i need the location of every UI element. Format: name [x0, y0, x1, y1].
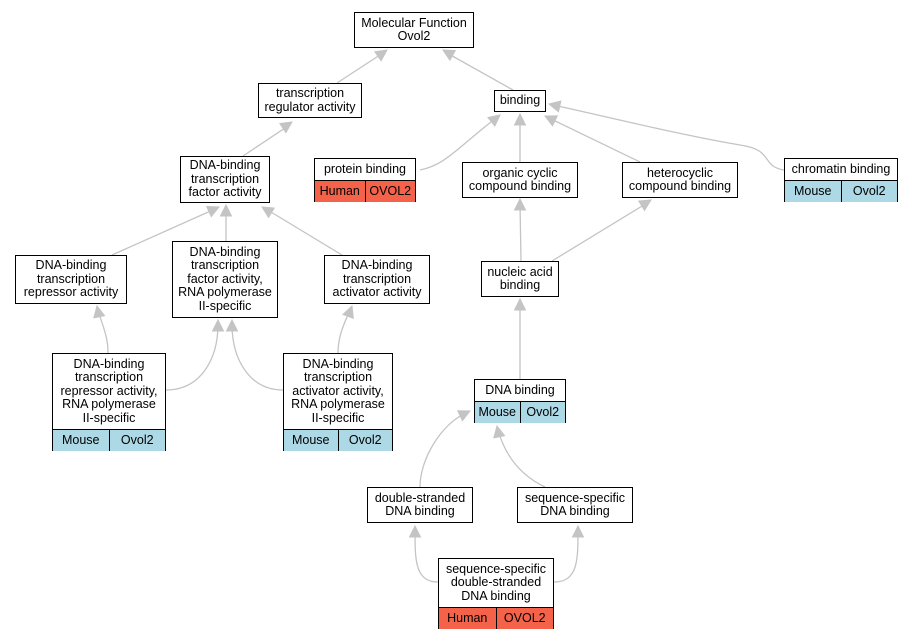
node-dna-binding-tf-activity-pol2[interactable]: DNA-binding transcription factor activit…: [172, 241, 278, 318]
node-nucleic-acid-binding[interactable]: nucleic acid binding: [481, 261, 559, 297]
node-chromatin-binding[interactable]: chromatin binding Mouse Ovol2: [784, 158, 898, 202]
edge-dsdna-to-dnab: [419, 412, 467, 488]
node-dna-binding-activator-activity[interactable]: DNA-binding transcription activator acti…: [324, 255, 430, 304]
node-label: DNA-binding transcription repressor acti…: [23, 258, 119, 300]
node-dna-binding-activator-activity-pol2[interactable]: DNA-binding transcription activator acti…: [283, 353, 393, 451]
node-label: Molecular Function Ovol2: [361, 15, 467, 43]
edge-rep-to-dbtfa: [111, 208, 216, 256]
node-molecular-function[interactable]: Molecular Function Ovol2: [354, 12, 474, 48]
edge-rep2-to-pol2: [165, 323, 219, 391]
edge-protein_binding-to-binding: [419, 117, 497, 171]
node-label: DNA binding: [485, 382, 555, 397]
node-label: sequence-specific double-stranded DNA bi…: [445, 561, 547, 603]
node-label: DNA-binding transcription factor activit…: [188, 158, 262, 200]
edge-chromatin-to-binding: [552, 104, 785, 171]
species-label: Human: [319, 183, 360, 198]
arrowhead-ssds-to-dsdna: [408, 524, 422, 538]
arrowhead-chromatin-to-binding: [547, 100, 562, 113]
arrowhead-act-to-dbtfa: [261, 206, 276, 219]
edge-binding-to-mf: [446, 52, 514, 91]
node-label: DNA-binding transcription repressor acti…: [60, 356, 158, 425]
arrowhead-rep-to-dbtfa: [205, 205, 221, 218]
species-label: Mouse: [793, 183, 832, 198]
node-double-stranded-dna-binding[interactable]: double-stranded DNA binding: [367, 487, 473, 523]
species-annotation: Mouse Ovol2: [475, 401, 565, 423]
species-label: Human: [447, 610, 488, 625]
edge-dbtfa-to-tra: [242, 125, 289, 157]
node-heterocyclic-compound-binding[interactable]: heterocyclic compound binding: [622, 162, 738, 198]
arrowhead-pol2-to-dbtfa: [219, 203, 233, 217]
gene-label: Ovol2: [840, 181, 898, 202]
arrowhead-act2-to-act: [342, 304, 354, 320]
edge-act-to-dbtfa: [265, 208, 343, 256]
gene-label: OVOL2: [495, 608, 554, 629]
node-label: DNA-binding transcription activator acti…: [332, 258, 422, 300]
node-dna-binding-repressor-activity-pol2[interactable]: DNA-binding transcription repressor acti…: [52, 353, 166, 451]
edge-hcb-to-binding: [548, 117, 641, 163]
edge-act2-to-pol2: [231, 323, 284, 391]
species-label: Mouse: [291, 432, 330, 447]
node-label: sequence-specific DNA binding: [524, 490, 626, 518]
arrowhead-rep2-to-rep: [93, 304, 106, 319]
edge-ssds-to-dsdna: [414, 529, 439, 583]
arrowhead-ocb-to-binding: [513, 112, 527, 126]
arrowhead-protein_binding-to-binding: [487, 114, 501, 128]
arrowhead-nab-to-hcb: [637, 199, 652, 212]
node-dna-binding-repressor-activity[interactable]: DNA-binding transcription repressor acti…: [15, 255, 127, 304]
arrowhead-tra-to-mf: [373, 49, 388, 62]
node-binding[interactable]: binding: [494, 90, 546, 112]
node-label: binding: [499, 93, 541, 108]
species-annotation: Human OVOL2: [315, 180, 415, 202]
species-label: Mouse: [61, 432, 100, 447]
node-label: organic cyclic compound binding: [468, 165, 572, 193]
gene-label: OVOL2: [364, 181, 416, 202]
arrowhead-binding-to-mf: [442, 49, 457, 62]
arrowhead-dnab-to-nab: [513, 297, 527, 311]
arrowhead-rep2-to-pol2: [211, 318, 225, 332]
species-label: Mouse: [478, 404, 517, 419]
node-protein-binding[interactable]: protein binding Human OVOL2: [314, 158, 416, 202]
node-label: transcription regulator activity: [264, 86, 356, 114]
node-sequence-specific-dna-binding[interactable]: sequence-specific DNA binding: [517, 487, 633, 523]
edge-tra-to-mf: [336, 52, 384, 84]
arrowhead-hcb-to-binding: [543, 115, 559, 127]
node-sequence-specific-double-stranded-dna-binding[interactable]: sequence-specific double-stranded DNA bi…: [438, 558, 554, 629]
species-annotation: Mouse Ovol2: [785, 180, 897, 202]
gene-label: Ovol2: [108, 430, 166, 451]
arrowhead-nab-to-ocb: [513, 197, 527, 211]
node-label: DNA-binding transcription activator acti…: [291, 356, 385, 425]
node-label: heterocyclic compound binding: [628, 165, 732, 193]
edge-ssdna-to-dnab: [497, 429, 546, 488]
edge-ssds-to-ssdna: [553, 529, 579, 583]
arrowhead-ssdna-to-dnab: [493, 424, 506, 439]
gene-label: Ovol2: [519, 402, 566, 423]
arrowhead-dbtfa-to-tra: [278, 121, 293, 134]
node-label: double-stranded DNA binding: [374, 490, 466, 518]
edge-nab-to-hcb: [551, 202, 648, 262]
arrowhead-act2-to-pol2: [225, 318, 239, 332]
node-dna-binding[interactable]: DNA binding Mouse Ovol2: [474, 379, 566, 423]
arrowhead-ssds-to-ssdna: [571, 524, 585, 538]
node-label: chromatin binding: [791, 161, 891, 176]
edge-nab-to-ocb: [519, 202, 522, 262]
arrowhead-dsdna-to-dnab: [456, 410, 472, 422]
node-label: protein binding: [323, 161, 406, 176]
node-transcription-regulator-activity[interactable]: transcription regulator activity: [258, 83, 362, 118]
gene-label: Ovol2: [337, 430, 393, 451]
species-annotation: Human OVOL2: [439, 607, 553, 629]
species-annotation: Mouse Ovol2: [284, 429, 392, 451]
node-organic-cyclic-compound-binding[interactable]: organic cyclic compound binding: [462, 162, 578, 198]
species-annotation: Mouse Ovol2: [53, 429, 165, 451]
node-dna-binding-tf-activity[interactable]: DNA-binding transcription factor activit…: [180, 156, 270, 203]
node-label: nucleic acid binding: [487, 264, 553, 292]
node-label: DNA-binding transcription factor activit…: [178, 244, 272, 313]
